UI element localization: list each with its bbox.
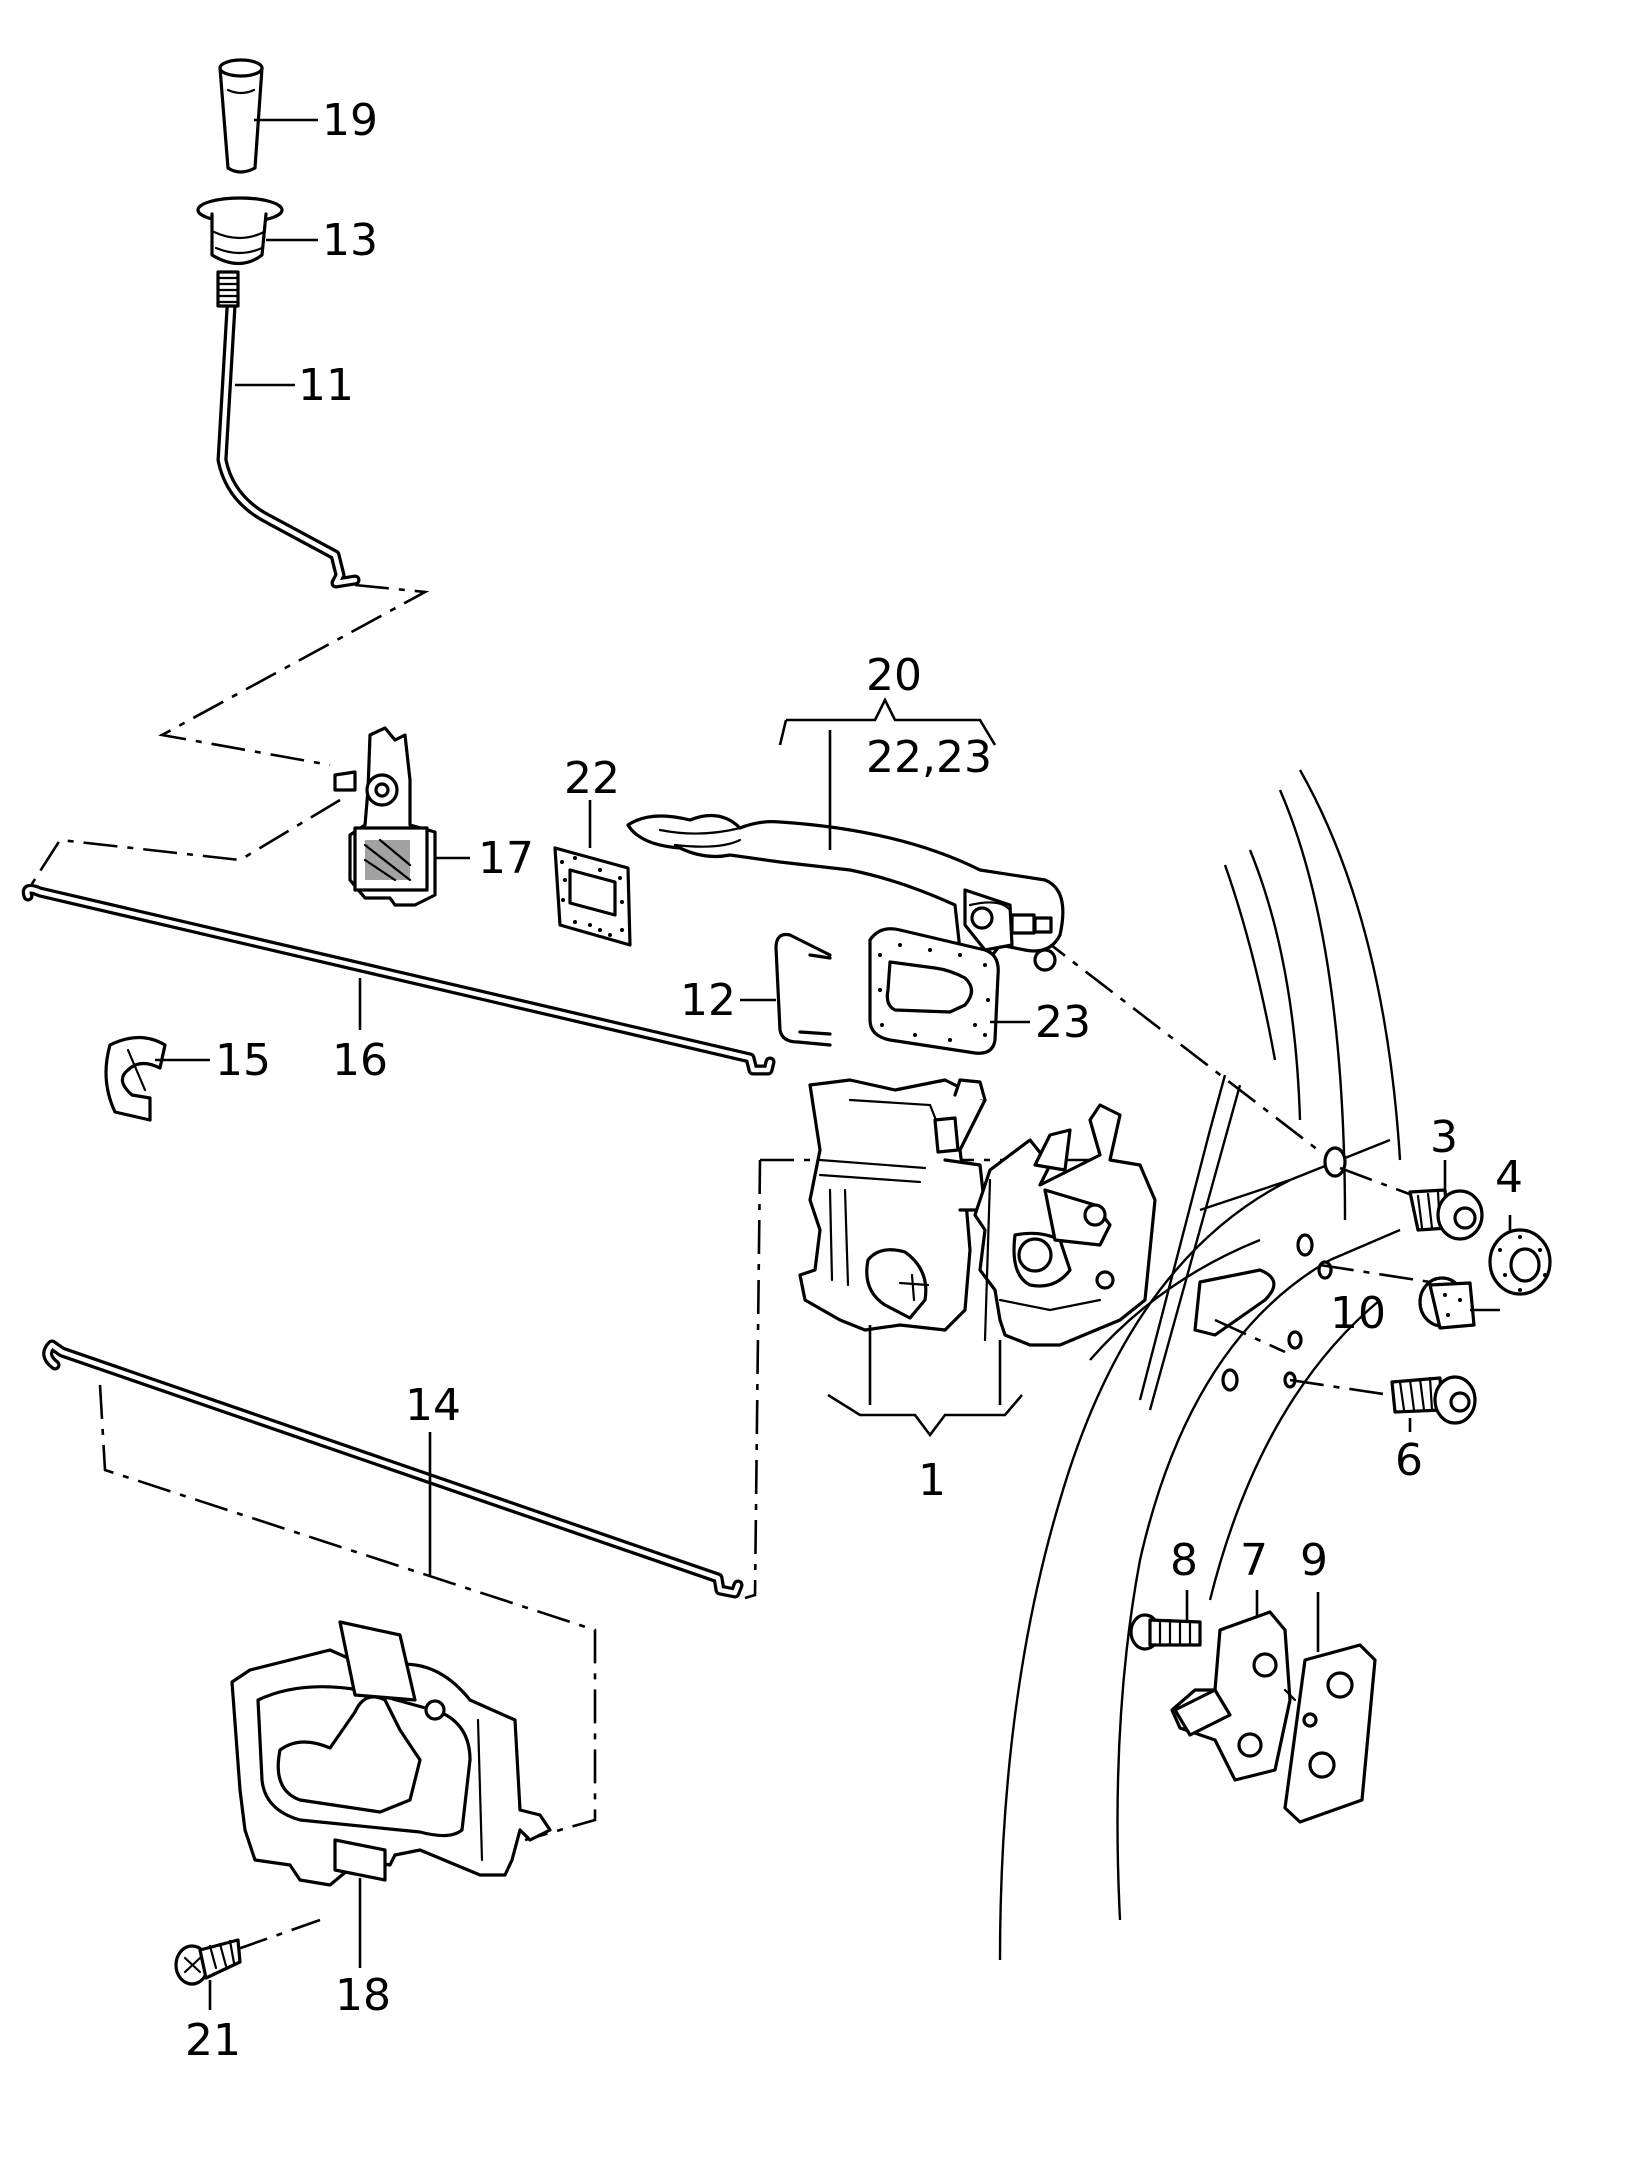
part-10-plug — [1418, 1276, 1476, 1330]
part-11-locking-rod — [216, 270, 361, 589]
part-3-bolt — [1408, 1188, 1484, 1241]
part-19-sleeve — [218, 58, 264, 174]
label-1: 1 — [918, 1455, 946, 1506]
part-15-clip — [104, 1035, 167, 1122]
part-9-plate — [1283, 1643, 1377, 1824]
label-14: 14 — [405, 1380, 461, 1431]
label-9: 9 — [1300, 1535, 1328, 1586]
label-19: 19 — [322, 95, 378, 146]
label-7: 7 — [1240, 1535, 1268, 1586]
label-20-subparts: 22,23 — [866, 732, 992, 783]
label-8: 8 — [1170, 1535, 1198, 1586]
part-18-inner-handle — [230, 1620, 552, 1887]
label-18: 18 — [335, 1970, 391, 2021]
callout-labels: 19 13 11 17 22 20 22,23 12 23 15 16 1 14… — [185, 95, 1523, 2066]
part-1-door-lock — [798, 1078, 1157, 1347]
part-12-retaining-clip — [774, 932, 832, 1047]
part-4-washer — [1488, 1228, 1552, 1296]
part-20-outer-handle — [626, 813, 1065, 972]
label-20: 20 — [866, 650, 922, 701]
part-8-screw — [1129, 1613, 1202, 1651]
label-10: 10 — [1330, 1288, 1386, 1339]
part-14-inner-rod — [42, 1339, 744, 1599]
label-3: 3 — [1430, 1112, 1458, 1163]
label-15: 15 — [215, 1035, 271, 1086]
label-12: 12 — [680, 975, 736, 1026]
part-7-striker — [1170, 1610, 1297, 1782]
label-6: 6 — [1395, 1435, 1423, 1486]
door-body-outline — [998, 769, 1402, 1961]
part-23-handle-gasket — [868, 927, 1000, 1055]
label-21: 21 — [185, 2015, 241, 2066]
part-13-grommet — [196, 196, 284, 266]
label-16: 16 — [332, 1035, 388, 1086]
label-17: 17 — [478, 833, 534, 884]
label-11: 11 — [298, 360, 354, 411]
part-16-remote-rod — [21, 883, 776, 1076]
part-17-lock-bracket — [333, 726, 437, 907]
label-23: 23 — [1035, 997, 1091, 1048]
part-6-bolt — [1390, 1375, 1477, 1425]
label-13: 13 — [322, 215, 378, 266]
leader-lines — [155, 118, 1512, 2010]
label-22: 22 — [564, 753, 620, 804]
label-4: 4 — [1495, 1152, 1523, 1203]
part-21-screw — [174, 1938, 242, 1986]
part-22-gasket — [553, 846, 632, 947]
